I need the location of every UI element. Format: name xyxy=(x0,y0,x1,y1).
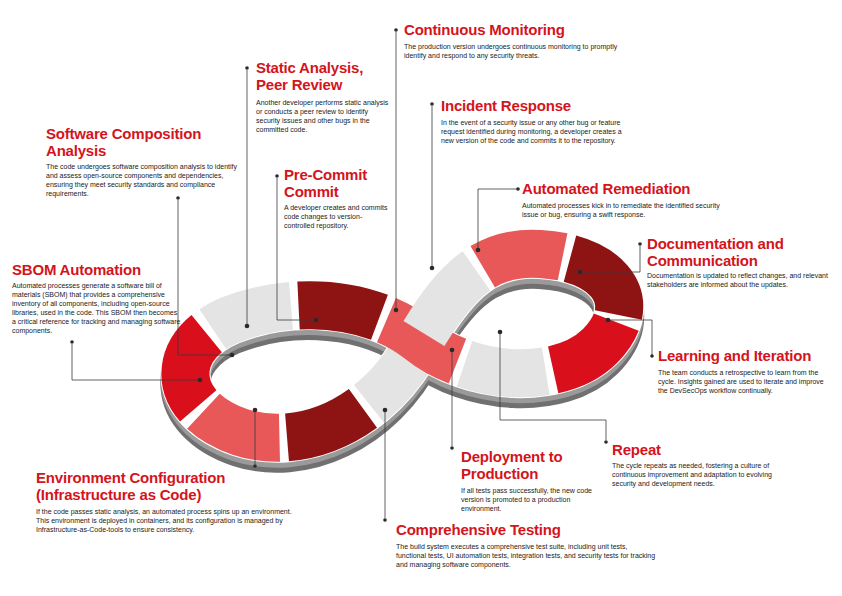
leader-dot xyxy=(450,348,455,353)
step-heading: Environment Configuration (Infrastructur… xyxy=(36,470,276,503)
step-description: If all tests pass successfully, the new … xyxy=(461,486,611,513)
loop-segment xyxy=(185,254,619,438)
leader-dot xyxy=(476,248,481,253)
step-description: If the code passes static analysis, an a… xyxy=(36,507,306,534)
leader-dot xyxy=(314,318,319,323)
leader-line xyxy=(72,344,200,380)
leader-dot xyxy=(650,354,654,358)
step-heading: Incident Response xyxy=(441,98,641,115)
loop-segment xyxy=(185,254,619,438)
step-description: A developer creates and commits code cha… xyxy=(284,203,392,230)
step-description: The build system executes a comprehensiv… xyxy=(396,542,656,569)
step-description: The code undergoes software composition … xyxy=(46,162,241,198)
leader-dot xyxy=(516,187,520,191)
leader-dot xyxy=(498,330,503,335)
leader-dot xyxy=(383,408,388,413)
leader-dot xyxy=(245,66,249,70)
step-description: In the event of a security issue or any … xyxy=(441,118,631,145)
leader-dot xyxy=(245,324,250,329)
leader-dot xyxy=(430,102,434,106)
leader-line xyxy=(178,200,232,355)
leader-line xyxy=(385,410,386,518)
leader-dot xyxy=(230,353,235,358)
step-heading: Static Analysis, Peer Review xyxy=(256,60,386,93)
loop-segment xyxy=(185,254,619,438)
leader-line xyxy=(500,332,606,440)
leader-dot xyxy=(275,174,279,178)
step-heading: Repeat xyxy=(612,442,732,459)
step-heading: Continuous Monitoring xyxy=(404,22,644,39)
step-heading: Deployment to Production xyxy=(461,449,586,482)
loop-segments xyxy=(185,254,619,438)
loop-segment xyxy=(185,254,619,438)
step-heading: Documentation and Communication xyxy=(647,236,812,269)
step-heading: Software Composition Analysis xyxy=(46,126,221,159)
loop-segment xyxy=(185,254,619,438)
leader-dot xyxy=(253,464,257,468)
step-description: The cycle repeats as needed, fostering a… xyxy=(612,461,777,488)
leader-dot xyxy=(383,518,387,522)
leader-dot xyxy=(253,408,258,413)
leader-dot xyxy=(394,28,398,32)
leader-dot xyxy=(176,196,180,200)
loop-segment xyxy=(185,254,619,438)
step-heading: Automated Remediation xyxy=(522,181,742,198)
loop-segment xyxy=(185,254,619,438)
step-description: The production version undergoes continu… xyxy=(404,42,634,60)
step-description: Documentation is updated to reflect chan… xyxy=(647,271,832,289)
leader-dots xyxy=(198,248,611,413)
step-heading: Pre-Commit Commit xyxy=(284,167,379,200)
step-heading: Learning and Iteration xyxy=(658,348,838,365)
leader-dot xyxy=(394,308,399,313)
leader-dot xyxy=(430,266,435,271)
leader-line xyxy=(396,32,397,310)
loop-base xyxy=(185,254,619,438)
leader-line xyxy=(432,106,433,268)
leader-dot xyxy=(638,242,642,246)
leader-dot xyxy=(450,446,454,450)
leader-lines xyxy=(72,32,652,518)
leader-dot xyxy=(578,270,583,275)
leader-line xyxy=(255,410,256,464)
loop-segment xyxy=(185,254,619,438)
step-heading: SBOM Automation xyxy=(12,262,182,279)
heading-dots xyxy=(70,28,654,522)
leader-dot xyxy=(198,378,203,383)
leader-line xyxy=(580,246,640,272)
leader-line xyxy=(247,70,248,326)
leader-dot xyxy=(604,440,608,444)
step-heading: Comprehensive Testing xyxy=(396,522,656,539)
leader-dot xyxy=(70,340,74,344)
leader-line xyxy=(608,320,652,356)
step-description: Automated processes generate a software … xyxy=(12,281,182,336)
loop-segment xyxy=(185,254,619,438)
loop-segment xyxy=(185,254,619,438)
loop-segment xyxy=(185,254,619,438)
step-description: Automated processes kick in to remediate… xyxy=(522,201,732,219)
step-description: The team conducts a retrospective to lea… xyxy=(658,368,833,395)
loop-segment xyxy=(185,254,619,438)
leader-line xyxy=(478,189,518,250)
step-description: Another developer performs static analys… xyxy=(256,98,391,134)
leader-line xyxy=(452,350,453,446)
leader-dot xyxy=(606,318,611,323)
